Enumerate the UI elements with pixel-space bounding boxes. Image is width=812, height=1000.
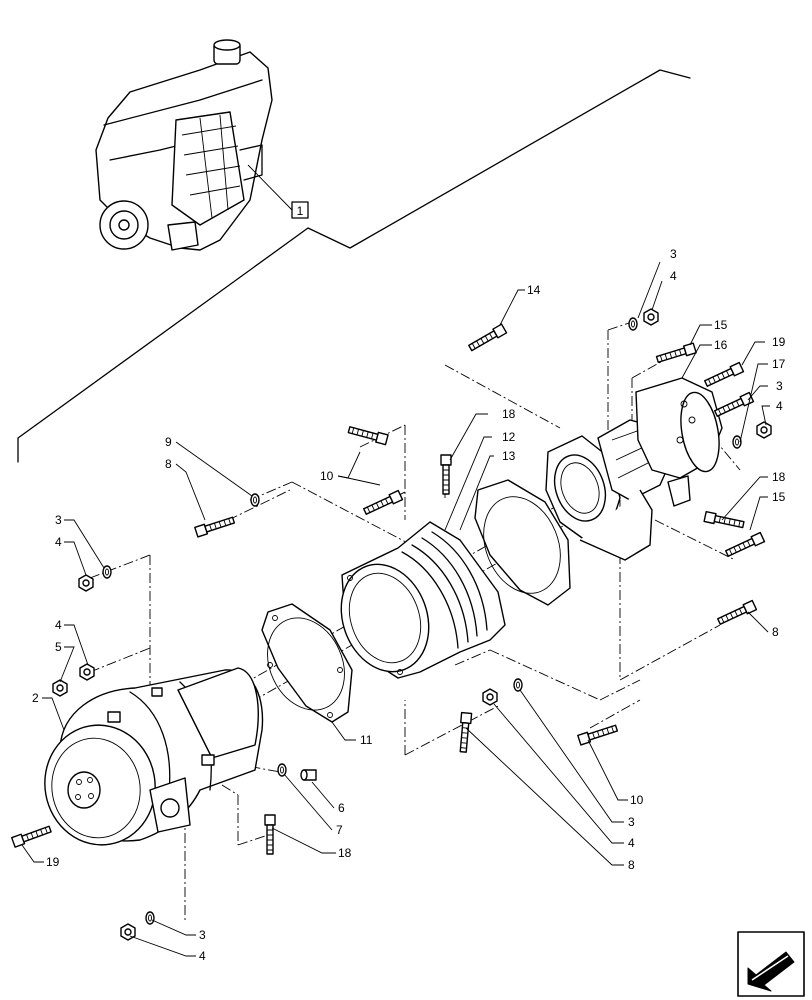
callout-label: 15 [772, 490, 786, 504]
outlet-elbow-pipe [545, 419, 673, 561]
callout-label: 4 [55, 535, 62, 549]
callout-label: 3 [55, 513, 62, 527]
callout-label: 4 [55, 618, 62, 632]
callout-label: 5 [55, 640, 62, 654]
callout-label: 16 [714, 338, 728, 352]
callout-label: 18 [772, 470, 786, 484]
callout-label: 4 [628, 836, 635, 850]
callout-label: 15 [714, 318, 728, 332]
callout-label: 4 [199, 949, 206, 963]
callout-label: 3 [199, 928, 206, 942]
view-separator-line [17, 69, 691, 463]
callout-label: 3 [776, 379, 783, 393]
callout-label: 4 [670, 269, 677, 283]
callout-label: 9 [165, 435, 172, 449]
callout-label: 12 [502, 430, 516, 444]
callout-label: 3 [628, 815, 635, 829]
callout-label: 3 [670, 247, 677, 261]
callout-labels: 3 4 14 15 16 19 17 3 4 18 12 13 9 8 10 1… [32, 247, 786, 963]
outlet-housing-16 [635, 377, 723, 507]
callout-label: 7 [336, 823, 343, 837]
group-reference-number: 1 [297, 204, 304, 218]
callout-label: 14 [527, 283, 541, 297]
dpf-canister [44, 667, 264, 846]
gasket-11 [261, 603, 353, 723]
gasket-13 [474, 479, 571, 606]
leader-lines [21, 261, 770, 957]
callout-label: 8 [772, 625, 779, 639]
page-forward-arrow-icon[interactable] [737, 931, 805, 997]
callout-label: 10 [630, 793, 644, 807]
callout-label: 19 [46, 855, 60, 869]
callout-label: 8 [165, 457, 172, 471]
callout-label: 17 [772, 357, 786, 371]
engine-overview-illustration [95, 39, 273, 251]
callout-label: 10 [320, 469, 334, 483]
fasteners [11, 308, 772, 941]
callout-label: 18 [502, 407, 516, 421]
callout-label: 6 [338, 801, 345, 815]
middle-canister-12 [340, 521, 506, 679]
callout-label: 18 [338, 846, 352, 860]
callout-label: 11 [360, 733, 373, 747]
callout-label: 19 [772, 335, 786, 349]
callout-label: 2 [32, 691, 39, 705]
group-reference-callout: 1 [247, 164, 309, 219]
callout-label: 8 [628, 858, 635, 872]
callout-label: 4 [776, 399, 783, 413]
callout-label: 13 [502, 449, 516, 463]
